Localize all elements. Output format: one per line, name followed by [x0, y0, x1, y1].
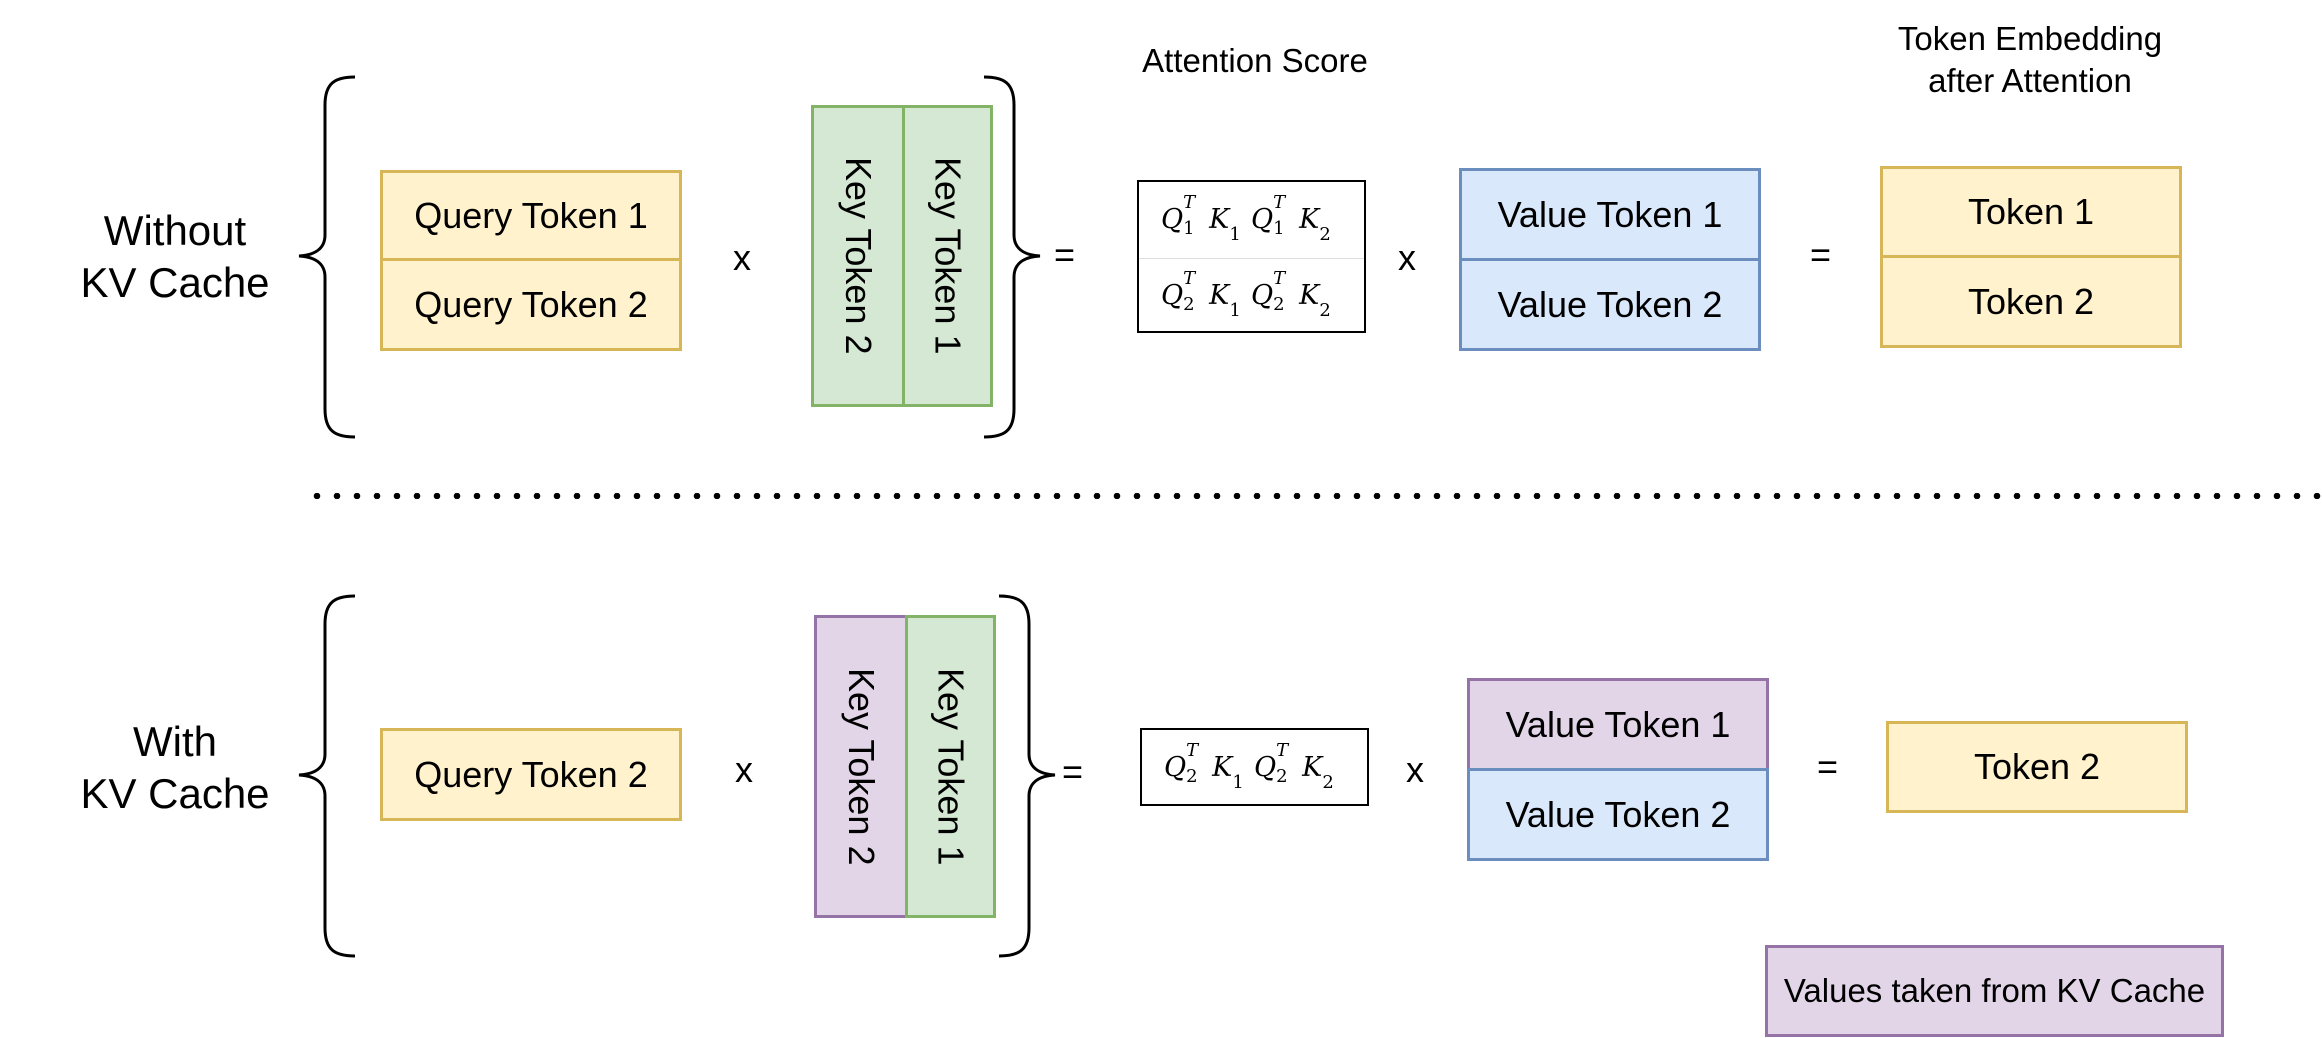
section-divider [307, 493, 2322, 499]
with-label-line1: With [133, 718, 217, 765]
query-token-2-box: Query Token 2 [380, 728, 682, 821]
equals-operator: = [1062, 751, 1084, 792]
equals-operator: = [1817, 746, 1839, 787]
token-embedding-header: Token Embedding after Attention [1860, 18, 2200, 102]
value-token-1-cached-box: Value Token 1 [1467, 678, 1769, 771]
times-operator: x [1406, 749, 1424, 790]
without-label-line2: KV Cache [80, 259, 270, 306]
kv-cache-legend: Values taken from KV Cache [1765, 945, 2224, 1037]
output-token-1-box: Token 1 [1880, 166, 2182, 258]
score-key-symbol: K1 [1209, 204, 1241, 246]
score-key-symbol: K2 [1302, 752, 1334, 794]
attention-score-header: Attention Score [1142, 42, 1368, 79]
output-token-2-box: Token 2 [1886, 721, 2188, 813]
key-token-2-box: Key Token 2 [811, 105, 905, 407]
without-kv-cache-label: Without KV Cache [45, 205, 305, 309]
left-brace-with [298, 594, 356, 958]
times-operator: x [733, 237, 751, 278]
right-brace-without [983, 75, 1041, 439]
query-token-1-box: Query Token 1 [380, 170, 682, 261]
score-key-symbol: K1 [1212, 752, 1244, 794]
score-row-divider [1139, 258, 1364, 259]
value-token-1-box: Value Token 1 [1459, 168, 1761, 261]
value-token-2-box: Value Token 2 [1467, 768, 1769, 861]
times-operator: x [735, 749, 753, 790]
times-operator: x [1398, 237, 1416, 278]
right-brace-with [998, 594, 1056, 958]
output-token-2-box: Token 2 [1880, 255, 2182, 348]
score-key-symbol: K1 [1209, 280, 1241, 322]
left-brace-without [298, 75, 356, 439]
value-token-2-box: Value Token 2 [1459, 258, 1761, 351]
with-kv-cache-label: With KV Cache [45, 716, 305, 820]
token-embedding-header-line1: Token Embedding [1897, 20, 2163, 57]
token-embedding-header-line2: after Attention [1928, 62, 2132, 99]
with-label-line2: KV Cache [80, 770, 270, 817]
key-token-1-box: Key Token 1 [902, 105, 993, 407]
key-token-2-cached-box: Key Token 2 [814, 615, 908, 918]
equals-operator: = [1054, 234, 1076, 275]
key-token-1-box: Key Token 1 [905, 615, 996, 918]
without-label-line1: Without [103, 207, 247, 254]
query-token-2-box: Query Token 2 [380, 258, 682, 351]
equals-operator: = [1810, 234, 1832, 275]
score-key-symbol: K2 [1299, 280, 1331, 322]
score-key-symbol: K2 [1299, 204, 1331, 246]
